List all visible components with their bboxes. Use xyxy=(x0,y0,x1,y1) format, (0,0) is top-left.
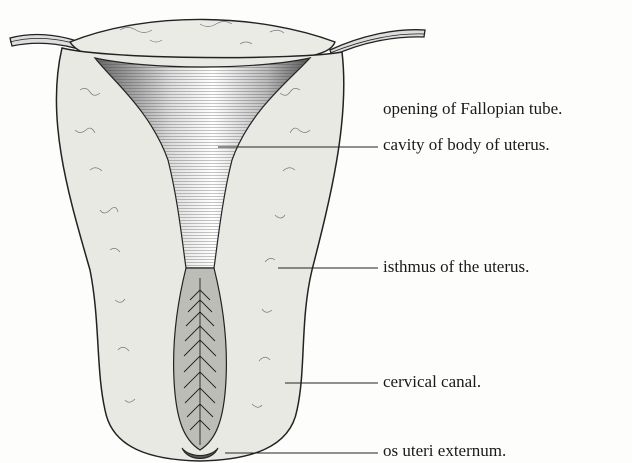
label-cervical-canal: cervical canal. xyxy=(383,373,481,390)
label-fallopian-tube-opening: opening of Fallopian tube. xyxy=(383,100,562,117)
label-body-cavity: cavity of body of uterus. xyxy=(383,136,550,153)
label-os-uteri-externum: os uteri externum. xyxy=(383,442,506,459)
label-isthmus: isthmus of the uterus. xyxy=(383,258,529,275)
